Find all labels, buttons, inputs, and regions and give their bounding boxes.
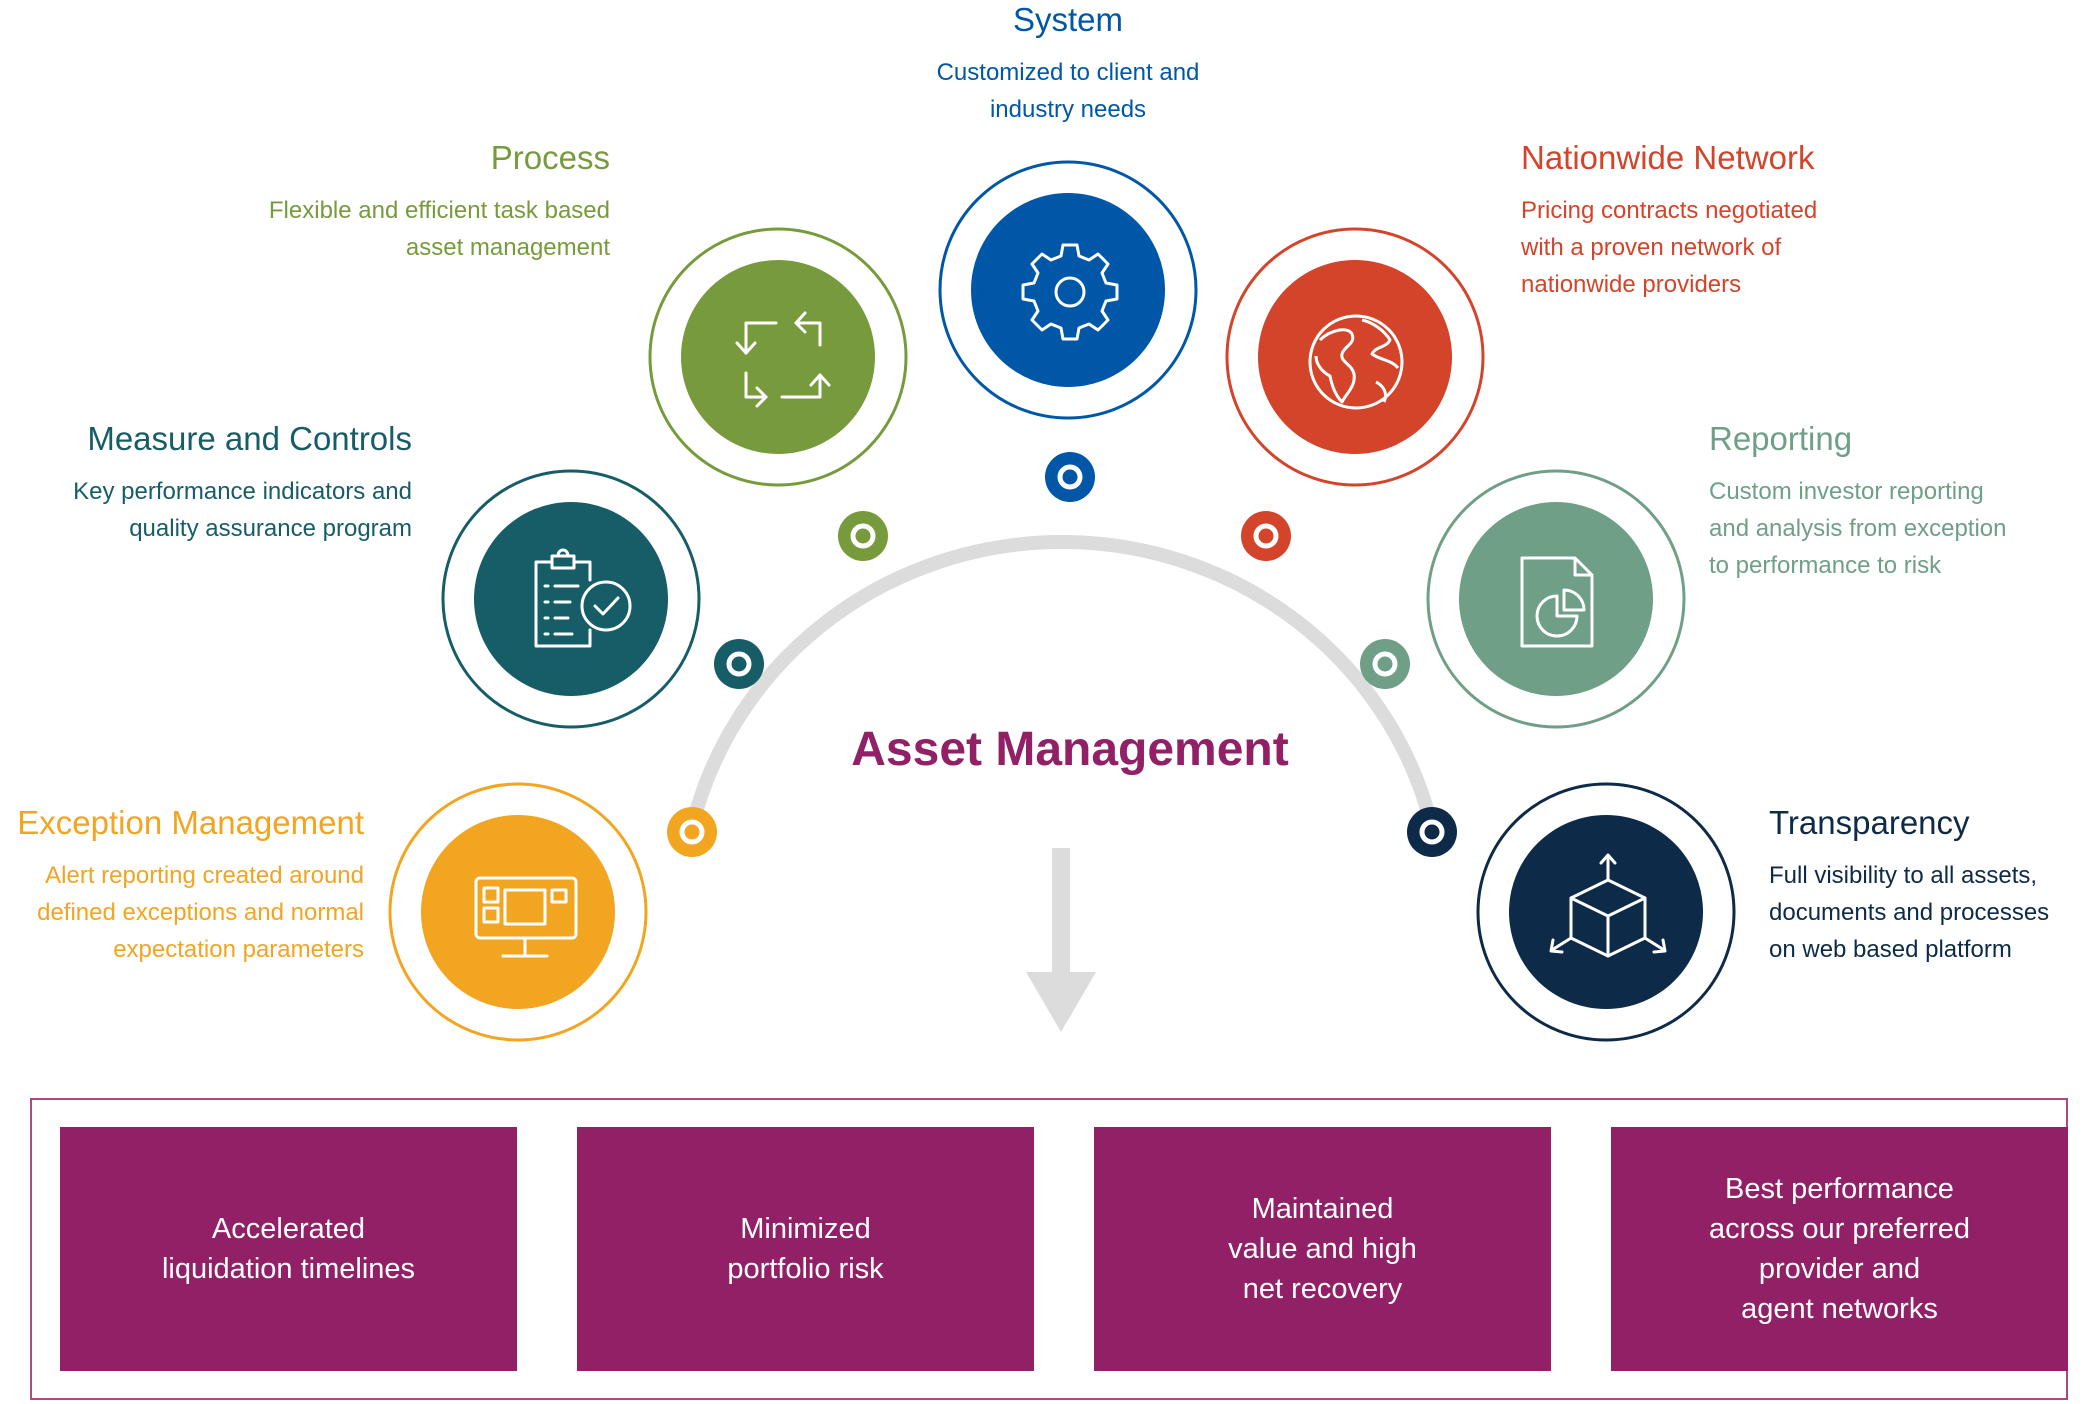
arc-marker-process: [838, 511, 888, 561]
clipboard-check-icon: [534, 548, 632, 648]
outcome-label: Minimized portfolio risk: [727, 1213, 884, 1285]
arc-marker-exception-management: [667, 807, 717, 857]
outcome-box: Accelerated liquidation timelines: [60, 1127, 517, 1371]
node-description-reporting: Custom investor reporting and analysis f…: [1709, 478, 2007, 579]
center-title: Asset Management: [851, 723, 1289, 776]
node-text-exception-management: Exception Management Alert reporting cre…: [0, 803, 364, 968]
node-process: [648, 227, 908, 487]
down-arrow-icon: [1026, 848, 1096, 1032]
outcome-box: Minimized portfolio risk: [577, 1127, 1034, 1371]
outcome-label: Accelerated liquidation timelines: [161, 1213, 416, 1285]
node-text-transparency: Transparency Full visibility to all asse…: [1769, 803, 2089, 968]
node-title-nationwide-network: Nationwide Network: [1521, 139, 1815, 176]
outcome-label: Best performance across our preferred pr…: [1708, 1173, 1971, 1325]
node-text-measure-and-controls: Measure and Controls Key performance ind…: [0, 419, 412, 547]
node-title-measure-and-controls: Measure and Controls: [87, 420, 412, 457]
node-title-process: Process: [490, 139, 610, 176]
node-text-process: Process Flexible and efficient task base…: [140, 138, 610, 266]
node-description-transparency: Full visibility to all assets, documents…: [1769, 862, 2050, 963]
node-nationwide-network: [1225, 227, 1485, 487]
gear-icon: [1021, 243, 1119, 341]
node-text-system: System Customized to client and industry…: [868, 0, 1268, 128]
node-reporting: [1426, 469, 1686, 729]
globe-icon: [1308, 314, 1404, 410]
node-description-process: Flexible and efficient task based asset …: [268, 197, 610, 261]
monitor-dashboard-icon: [474, 876, 578, 958]
arc-marker-nationwide-network: [1241, 511, 1291, 561]
outcome-label: Maintained value and high net recovery: [1228, 1193, 1417, 1305]
arc-marker-system: [1045, 452, 1095, 502]
report-pie-icon: [1520, 556, 1594, 648]
arc-marker-transparency: [1407, 807, 1457, 857]
arc-marker-measure-and-controls: [714, 639, 764, 689]
node-measure-and-controls: [441, 469, 701, 729]
node-title-reporting: Reporting: [1709, 420, 1853, 457]
cube-arrows-icon: [1549, 853, 1667, 958]
node-title-exception-management: Exception Management: [17, 804, 364, 841]
cycle-arrows-icon: [735, 311, 831, 408]
node-description-measure-and-controls: Key performance indicators and quality a…: [73, 478, 412, 542]
arc-marker-reporting: [1360, 639, 1410, 689]
node-title-transparency: Transparency: [1769, 804, 1970, 841]
outcome-box: Maintained value and high net recovery: [1094, 1127, 1551, 1371]
node-transparency: [1476, 782, 1736, 1042]
node-text-nationwide-network: Nationwide Network Pricing contracts neg…: [1521, 138, 2001, 303]
node-description-nationwide-network: Pricing contracts negotiated with a prov…: [1521, 197, 1818, 298]
node-description-system: Customized to client and industry needs: [936, 59, 1200, 123]
node-description-exception-management: Alert reporting created around defined e…: [37, 862, 364, 963]
node-exception-management: [388, 782, 648, 1042]
outcome-box: Best performance across our preferred pr…: [1611, 1127, 2068, 1371]
node-text-reporting: Reporting Custom investor reporting and …: [1709, 419, 2089, 584]
node-system: [938, 160, 1198, 420]
node-title-system: System: [1012, 1, 1124, 38]
process-arc: [684, 535, 1440, 839]
